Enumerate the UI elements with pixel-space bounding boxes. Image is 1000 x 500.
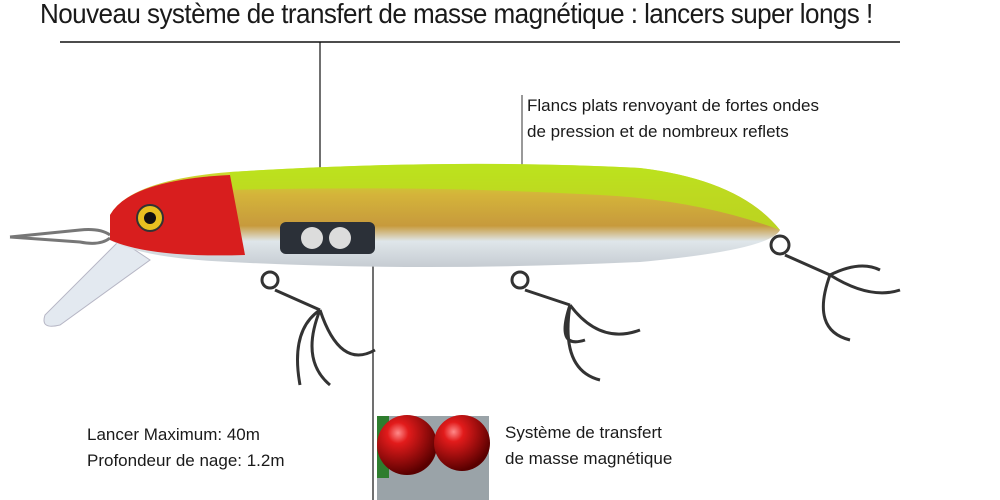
lure-pupil xyxy=(144,212,156,224)
page-title: Nouveau système de transfert de masse ma… xyxy=(40,0,873,29)
flanks-annotation: Flancs plats renvoyant de fortes ondes d… xyxy=(527,93,819,145)
weight-ball xyxy=(329,227,351,249)
magnet-line-2: de masse magnétique xyxy=(505,449,673,468)
hooks xyxy=(260,234,901,387)
magnet-chamber xyxy=(280,222,375,254)
lure-lip xyxy=(43,239,151,327)
flanks-line-2: de pression et de nombreux reflets xyxy=(527,122,789,141)
snap-ring xyxy=(9,228,111,245)
magnet-line-1: Système de transfert xyxy=(505,423,662,442)
flanks-line-1: Flancs plats renvoyant de fortes ondes xyxy=(527,96,819,115)
specs-annotation: Lancer Maximum: 40m Profondeur de nage: … xyxy=(87,422,285,474)
weight-ball xyxy=(301,227,323,249)
lure-head xyxy=(110,175,245,256)
max-cast-distance: Lancer Maximum: 40m xyxy=(87,425,260,444)
magnet-inset-image xyxy=(377,415,490,500)
magnet-annotation: Système de transfert de masse magnétique xyxy=(505,420,672,472)
lure-back xyxy=(230,163,780,230)
swimming-depth: Profondeur de nage: 1.2m xyxy=(87,451,285,470)
